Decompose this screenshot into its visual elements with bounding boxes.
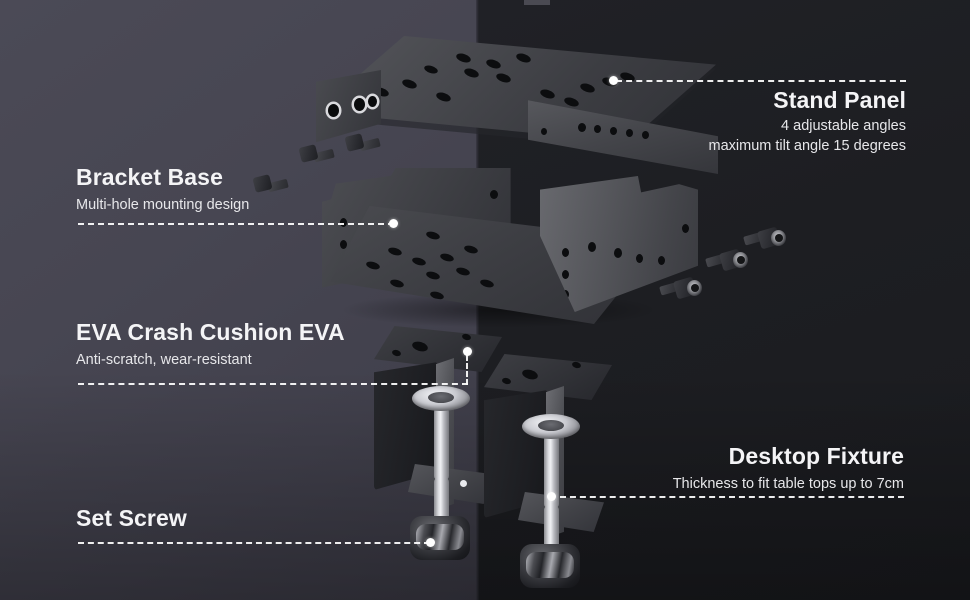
clamp-screw-shaft <box>544 436 559 508</box>
callout-desktop-fixture: Desktop Fixture Thickness to fit table t… <box>604 444 904 495</box>
leader-line-bracket-base <box>78 223 394 225</box>
callout-subtitle-eva-crash-cushion: Anti-scratch, wear-resistant <box>76 352 252 369</box>
callout-set-screw: Set Screw <box>76 506 376 530</box>
socket-head-cap-screw <box>743 226 790 252</box>
flange-bolt <box>344 132 382 154</box>
flange-bolt <box>298 143 336 165</box>
background-top-notch <box>524 0 550 5</box>
leader-line-eva-cushion-riser <box>466 355 468 385</box>
leader-line-stand-panel <box>616 80 906 82</box>
set-screw-knob <box>410 516 470 560</box>
clamp-screw-cup-recess <box>538 420 564 431</box>
callout-stand-panel: Stand Panel 4 adjustable angles maximum … <box>606 88 906 156</box>
callout-subtitle-stand-panel-line-2: maximum tilt angle 15 degrees <box>708 137 906 154</box>
callout-eva-crash-cushion: EVA Crash Cushion EVA Anti-scratch, wear… <box>76 320 436 371</box>
leader-dot-bracket-base <box>389 219 398 228</box>
callout-subtitle-bracket-base: Multi-hole mounting design <box>76 197 250 214</box>
desktop-clamp-right <box>478 354 668 600</box>
callout-title-bracket-base: Bracket Base <box>76 164 223 190</box>
callout-title-set-screw: Set Screw <box>76 505 187 531</box>
set-screw-knob <box>520 544 580 588</box>
callout-subtitle-desktop-fixture: Thickness to fit table tops up to 7cm <box>672 476 904 493</box>
callout-bracket-base: Bracket Base Multi-hole mounting design <box>76 165 396 216</box>
leader-dot-desktop-fixture <box>547 492 556 501</box>
callout-title-eva-crash-cushion: EVA Crash Cushion EVA <box>76 319 345 345</box>
clamp-screw-cup-recess <box>428 392 454 403</box>
leader-line-desktop-fixture <box>560 496 904 498</box>
clamp-screw-shaft <box>434 408 449 480</box>
callout-title-stand-panel: Stand Panel <box>773 87 906 113</box>
clamp-lower-jaw <box>518 492 604 532</box>
callout-title-desktop-fixture: Desktop Fixture <box>728 443 904 469</box>
socket-head-cap-screw <box>705 248 752 274</box>
leader-dot-set-screw <box>426 538 435 547</box>
leader-line-eva-cushion <box>78 383 468 385</box>
leader-dot-stand-panel <box>609 76 618 85</box>
leader-dot-eva-cushion <box>463 347 472 356</box>
leader-line-set-screw <box>78 542 430 544</box>
socket-head-cap-screw <box>659 276 706 302</box>
callout-subtitle-stand-panel-line-1: 4 adjustable angles <box>781 118 906 135</box>
